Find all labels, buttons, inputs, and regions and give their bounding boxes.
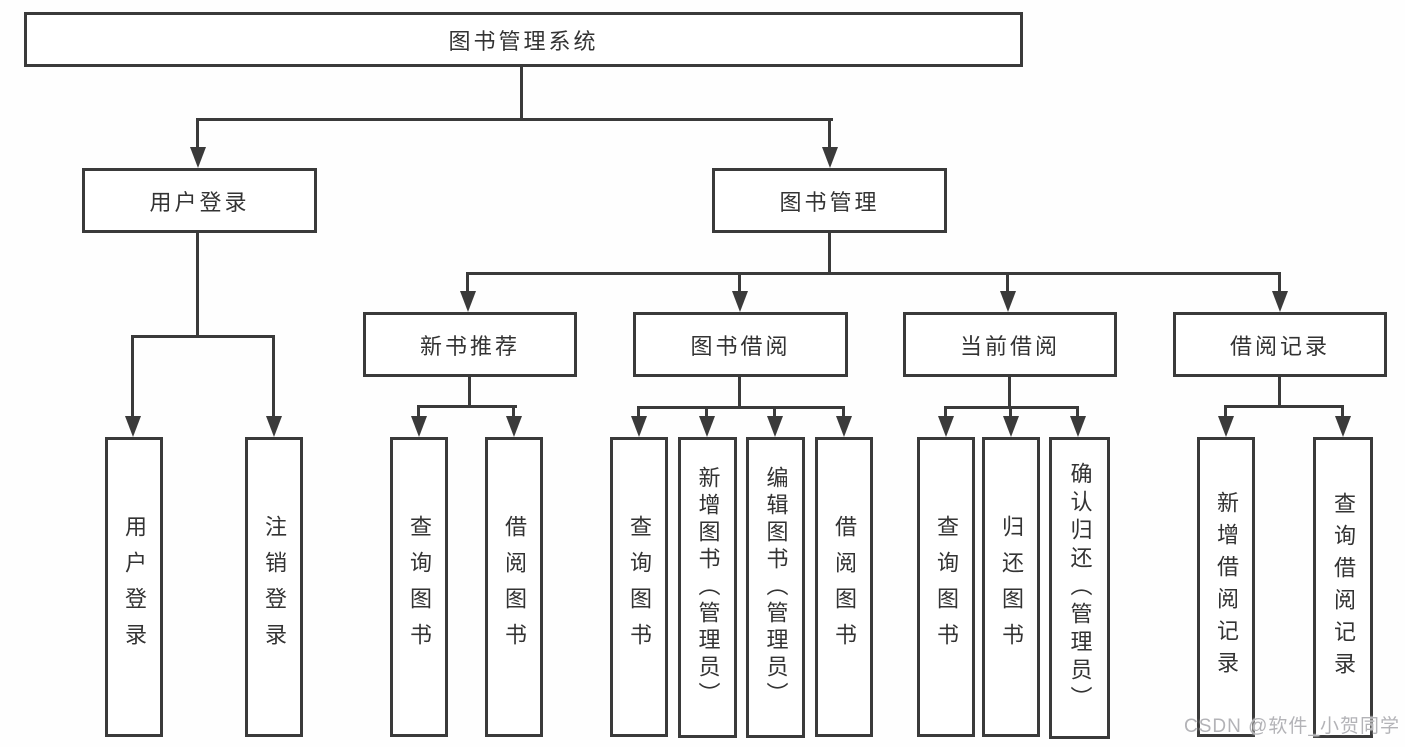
connector-borrow-records-bus xyxy=(1224,405,1344,408)
node-book-borrow-label: 图书借阅 xyxy=(690,333,791,359)
connector-book-borrow-stem xyxy=(738,377,741,408)
connector-logout-drop xyxy=(272,335,275,417)
arrow-cb-confirm xyxy=(1070,416,1086,437)
leaf-user-login: 用户登录 xyxy=(105,437,163,737)
leaf-bb-borrow-books: 借阅图书 xyxy=(815,437,873,737)
connector-bb-query-drop xyxy=(637,406,640,419)
leaf-br-add-record: 新增借阅记录 xyxy=(1197,437,1255,737)
arrow-bb-add xyxy=(699,416,715,437)
connector-new-books-bus xyxy=(417,405,517,408)
leaf-cb-confirm-return: 确认归还（管理员） xyxy=(1049,437,1110,739)
connector-br-add-drop xyxy=(1224,405,1227,419)
node-root: 图书管理系统 xyxy=(24,12,1023,67)
arrow-br-add xyxy=(1218,416,1234,437)
leaf-bb-add-books: 新增图书（管理员） xyxy=(678,437,737,738)
leaf-bb-edit-books-label: 编辑图书（管理员） xyxy=(763,466,789,709)
node-root-label: 图书管理系统 xyxy=(448,28,599,54)
leaf-bb-borrow-books-label: 借阅图书 xyxy=(832,515,857,659)
arrow-nb-query xyxy=(411,416,427,437)
connector-book-mgmt-bus xyxy=(466,272,1281,275)
leaf-cb-return-books-label: 归还图书 xyxy=(999,515,1024,659)
node-book-borrow: 图书借阅 xyxy=(633,312,848,377)
csdn-watermark: CSDN @软件_小贺同学 xyxy=(1184,716,1400,737)
connector-new-books-drop xyxy=(466,272,469,294)
leaf-br-query-record: 查询借阅记录 xyxy=(1313,437,1373,738)
arrow-logout xyxy=(266,416,282,437)
connector-new-books-stem xyxy=(468,377,471,408)
connector-cb-query-drop xyxy=(944,406,947,419)
arrow-borrow-records xyxy=(1272,291,1288,312)
connector-nb-borrow-drop xyxy=(512,405,515,419)
leaf-br-add-record-label: 新增借阅记录 xyxy=(1214,491,1239,683)
arrow-cb-query xyxy=(938,416,954,437)
leaf-cb-query-books-label: 查询图书 xyxy=(934,515,959,659)
arrow-cb-return xyxy=(1003,416,1019,437)
leaf-br-query-record-label: 查询借阅记录 xyxy=(1331,491,1356,684)
connector-bb-add-drop xyxy=(705,406,708,419)
leaf-cb-return-books: 归还图书 xyxy=(982,437,1040,737)
node-borrow-records-label: 借阅记录 xyxy=(1229,333,1330,359)
leaf-bb-query-books-label: 查询图书 xyxy=(627,515,652,659)
connector-user-login-drop xyxy=(196,118,199,150)
connector-book-borrow-drop xyxy=(738,272,741,294)
arrow-br-query xyxy=(1335,416,1351,437)
arrow-login xyxy=(125,416,141,437)
connector-bb-edit-drop xyxy=(773,406,776,419)
leaf-bb-edit-books: 编辑图书（管理员） xyxy=(746,437,805,738)
leaf-user-login-label: 用户登录 xyxy=(122,515,147,659)
arrow-new-books xyxy=(460,291,476,312)
connector-br-query-drop xyxy=(1341,405,1344,419)
leaf-nb-query-books-label: 查询图书 xyxy=(407,515,432,659)
node-borrow-records: 借阅记录 xyxy=(1173,312,1387,377)
leaf-cb-query-books: 查询图书 xyxy=(917,437,975,737)
leaf-logout-label: 注销登录 xyxy=(262,515,287,659)
leaf-nb-borrow-books-label: 借阅图书 xyxy=(502,515,527,659)
arrow-user-login xyxy=(190,147,206,168)
arrow-bb-borrow xyxy=(836,416,852,437)
arrow-bb-query xyxy=(631,416,647,437)
arrow-nb-borrow xyxy=(506,416,522,437)
connector-cb-confirm-drop xyxy=(1076,406,1079,419)
arrow-book-borrow xyxy=(732,291,748,312)
leaf-nb-query-books: 查询图书 xyxy=(390,437,448,737)
connector-bb-borrow-drop xyxy=(842,406,845,419)
connector-current-borrow-drop xyxy=(1006,272,1009,294)
connector-nb-query-drop xyxy=(417,405,420,419)
node-book-mgmt-label: 图书管理 xyxy=(779,189,880,215)
connector-root-bus xyxy=(196,118,833,121)
connector-user-login-bus xyxy=(131,335,275,338)
node-new-books-label: 新书推荐 xyxy=(419,333,520,359)
node-user-login: 用户登录 xyxy=(82,168,317,233)
connector-book-mgmt-drop xyxy=(828,118,831,150)
leaf-bb-add-books-label: 新增图书（管理员） xyxy=(695,466,721,709)
leaf-cb-confirm-return-label: 确认归还（管理员） xyxy=(1067,462,1093,714)
connector-current-borrow-stem xyxy=(1008,377,1011,408)
node-book-mgmt: 图书管理 xyxy=(712,168,947,233)
leaf-logout: 注销登录 xyxy=(245,437,303,737)
arrow-current-borrow xyxy=(1000,291,1016,312)
node-user-login-label: 用户登录 xyxy=(149,189,250,215)
connector-borrow-records-stem xyxy=(1278,377,1281,408)
leaf-bb-query-books: 查询图书 xyxy=(610,437,668,737)
connector-book-borrow-bus xyxy=(637,406,845,409)
node-current-borrow-label: 当前借阅 xyxy=(959,333,1060,359)
connector-book-mgmt-stem xyxy=(828,233,831,275)
leaf-nb-borrow-books: 借阅图书 xyxy=(485,437,543,737)
node-current-borrow: 当前借阅 xyxy=(903,312,1117,377)
node-new-books: 新书推荐 xyxy=(363,312,577,377)
connector-login-drop xyxy=(131,335,134,417)
arrow-book-mgmt xyxy=(822,147,838,168)
connector-borrow-records-drop xyxy=(1278,272,1281,294)
arrow-bb-edit xyxy=(767,416,783,437)
connector-user-login-stem xyxy=(196,233,199,335)
connector-cb-return-drop xyxy=(1009,406,1012,419)
connector-root-stem xyxy=(520,67,523,121)
